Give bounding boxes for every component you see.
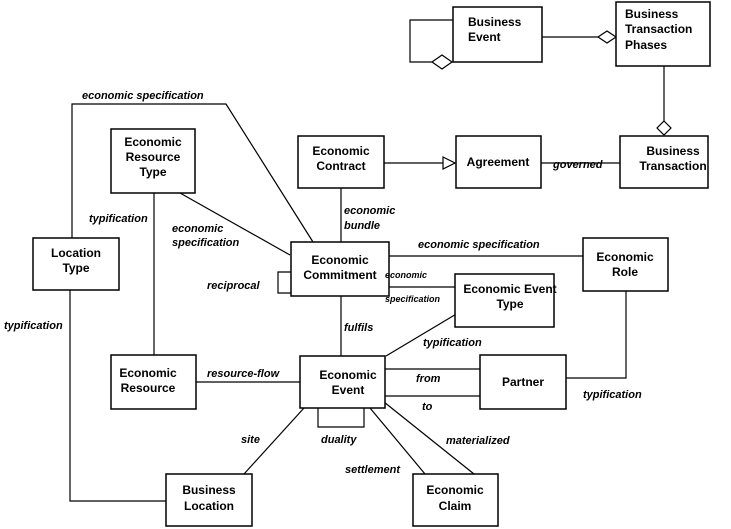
label-economic-specification-resource-2: specification [172,237,240,249]
label-economic-specification-eventtype-1: economic [385,270,427,280]
edge-resource-type-commitment [179,192,291,256]
aggregation-diamond-phases [596,30,618,44]
node-economic-resource-type[interactable]: Economic Resource Type [110,128,196,194]
node-location-type[interactable]: Location Type [32,237,120,291]
edge-location-type-business-location [69,290,166,502]
node-economic-contract-line-1: Economic [312,144,370,158]
label-typification-role: typification [583,389,642,401]
markers [430,30,672,170]
node-economic-commitment[interactable]: Economic Commitment [290,241,390,297]
generalization-triangle [442,156,457,170]
node-partner-line-1: Partner [502,375,544,389]
edge-commitment-reciprocal [277,271,291,294]
node-economic-resource-line-1: Economic [119,366,177,380]
edge-labels: economic specification governed typifica… [4,90,642,476]
label-economic-specification-role: economic specification [418,239,540,251]
node-economic-claim[interactable]: Economic Claim [412,473,499,527]
node-agreement[interactable]: Agreement [455,135,542,189]
label-governed: governed [552,159,603,171]
node-location-type-line-2: Type [62,261,89,275]
nodes: Business Event Business Transaction Phas… [32,1,711,527]
node-economic-resource-type-line-1: Economic [124,135,182,149]
label-from: from [416,373,441,385]
label-fulfils: fulfils [344,322,373,334]
node-economic-event-line-1: Economic [319,368,377,382]
node-economic-event-type[interactable]: Economic Event Type [454,273,557,328]
edge-business-event-self-loop [409,19,453,63]
node-economic-contract[interactable]: Economic Contract [297,135,385,189]
label-economic-bundle-2: bundle [344,220,380,232]
label-economic-bundle-1: economic [344,205,395,217]
node-economic-event-line-2: Event [332,383,365,397]
edges [69,19,665,502]
edge-economic-specification-top [71,103,314,243]
node-economic-contract-line-2: Contract [316,159,365,173]
node-business-transaction-phases-line-1: Business [625,7,679,21]
edge-event-business-location [243,407,305,475]
node-business-location[interactable]: Business Location [165,473,253,527]
label-typification-eventtype: typification [423,337,482,349]
node-business-transaction-phases-line-2: Transaction [625,22,692,36]
node-economic-event-type-line-2: Type [496,297,523,311]
node-business-location-line-1: Business [182,483,236,497]
edge-eventtype-event [385,312,459,357]
label-settlement: settlement [345,464,401,476]
label-reciprocal: reciprocal [207,280,261,292]
aggregation-diamond-business-event [430,54,454,70]
node-business-transaction-phases-line-3: Phases [625,38,667,52]
node-economic-role-line-2: Role [612,265,638,279]
aggregation-diamond-transaction [656,120,672,136]
node-economic-claim-line-1: Economic [426,483,484,497]
node-economic-resource-line-2: Resource [121,381,176,395]
edge-partner-role [566,291,627,379]
label-materialized: materialized [446,435,510,447]
node-business-event-line-2: Event [468,30,501,44]
edge-event-claim-settlement [369,407,426,475]
label-duality: duality [321,434,357,446]
label-typification-resource: typification [89,213,148,225]
node-economic-commitment-line-1: Economic [311,253,369,267]
node-economic-role[interactable]: Economic Role [582,237,669,292]
label-typification-location: typification [4,320,63,332]
node-business-event-line-1: Business [468,15,522,29]
node-economic-resource-type-line-3: Type [139,165,166,179]
node-economic-claim-line-2: Claim [439,499,472,513]
node-economic-commitment-line-2: Commitment [303,268,376,282]
label-economic-specification-resource-1: economic [172,223,223,235]
label-site: site [241,434,260,446]
edge-event-duality [317,408,365,428]
label-economic-specification-eventtype-2: specification [385,294,441,304]
node-business-location-line-2: Location [184,499,234,513]
label-resource-flow: resource-flow [207,368,281,380]
node-economic-resource[interactable]: Economic Resource [110,354,197,410]
node-business-transaction-line-2: Transaction [639,159,706,173]
node-economic-event[interactable]: Economic Event [299,355,386,409]
node-business-transaction[interactable]: Business Transaction [619,135,709,189]
node-business-transaction-phases[interactable]: Business Transaction Phases [615,1,711,67]
label-economic-specification-top: economic specification [82,90,204,102]
node-agreement-line-1: Agreement [467,155,530,169]
node-partner[interactable]: Partner [479,354,567,410]
node-business-transaction-line-1: Business [646,144,700,158]
node-economic-event-type-line-1: Economic Event [463,282,556,296]
node-economic-resource-type-line-2: Resource [126,150,181,164]
label-to: to [422,401,433,413]
node-economic-role-line-1: Economic [596,250,654,264]
node-business-event[interactable]: Business Event [452,6,543,63]
edge-event-claim-materialized [383,401,475,475]
node-location-type-line-1: Location [51,246,101,260]
